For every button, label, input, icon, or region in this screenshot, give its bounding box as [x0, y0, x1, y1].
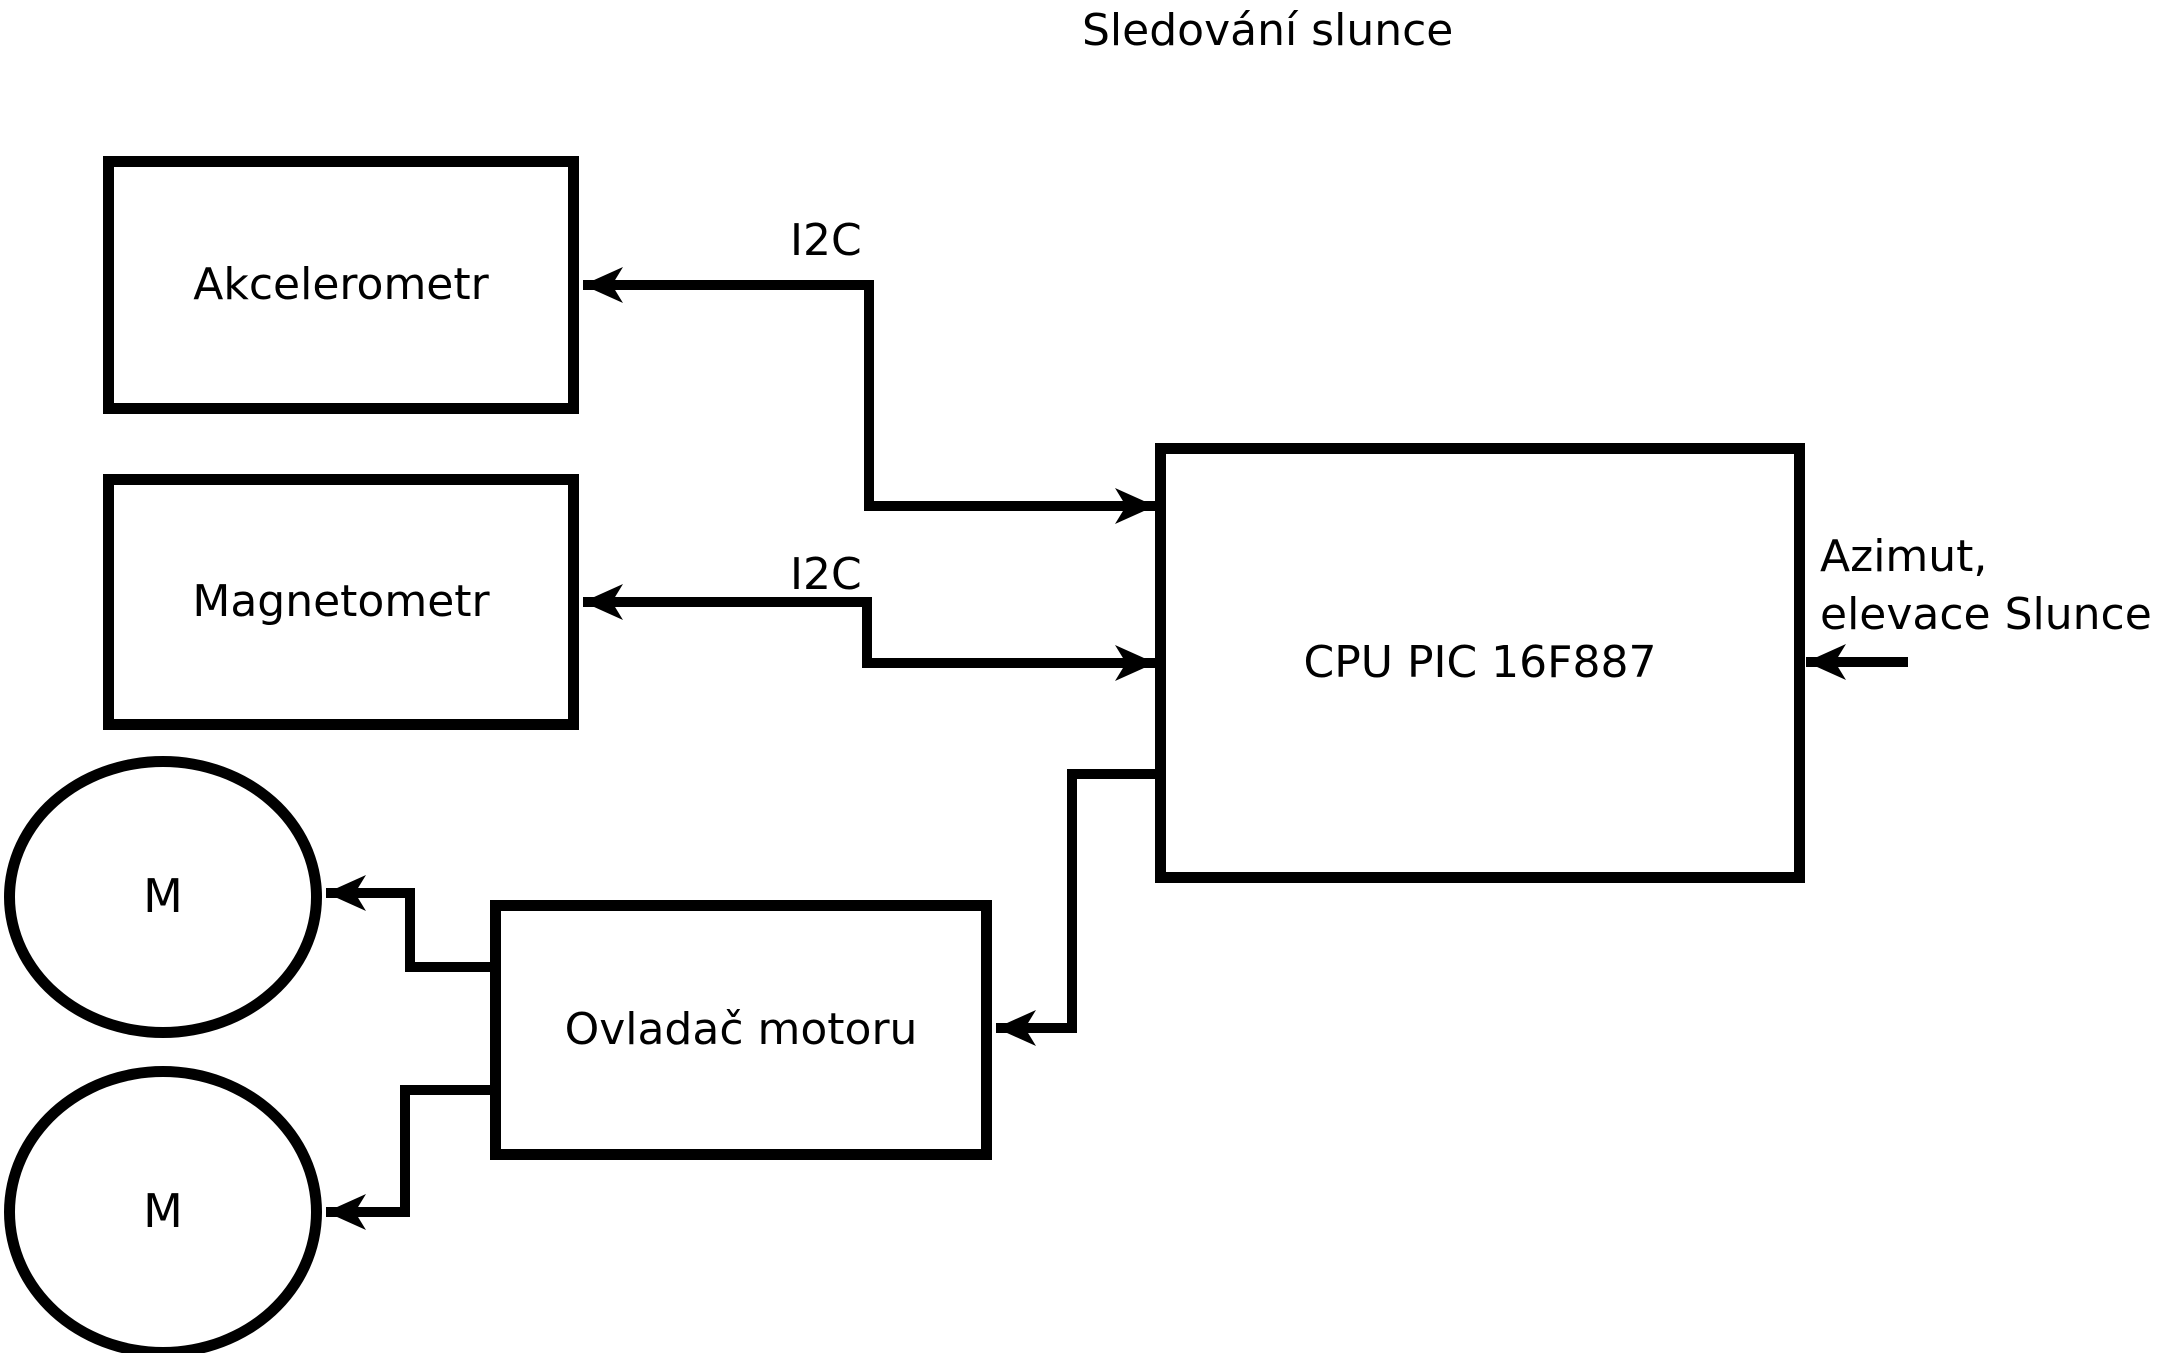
node-magnetometr: Magnetometr: [103, 474, 579, 730]
node-akcelerometr: Akcelerometr: [103, 156, 579, 414]
wire-i2c-to-cpu-from-magnetometr: [862, 597, 1155, 681]
node-motor-driver: Ovladač motoru: [490, 900, 992, 1160]
node-motor-2-label: M: [143, 1184, 183, 1239]
wire-driver-to-motor-1: [326, 875, 500, 972]
wire-driver-to-motor-2: [326, 1085, 500, 1230]
node-motor-driver-label: Ovladač motoru: [564, 1003, 918, 1055]
node-cpu: CPU PIC 16F887: [1155, 443, 1805, 883]
node-akcelerometr-label: Akcelerometr: [193, 258, 489, 310]
wire-i2c-to-cpu-from-akcelerometr: [864, 280, 1155, 524]
node-motor-1: M: [4, 756, 322, 1038]
node-motor-2: M: [4, 1066, 322, 1353]
node-magnetometr-label: Magnetometr: [192, 575, 490, 627]
node-motor-1-label: M: [143, 869, 183, 924]
wire-cpu-to-motor-driver: [996, 769, 1165, 1046]
i2c-label-akcelerometr: I2C: [790, 215, 862, 266]
i2c-label-magnetometr: I2C: [790, 549, 862, 600]
azimut-elevace-label: Azimut, elevace Slunce: [1820, 531, 2152, 641]
diagram-title: Sledování slunce: [1082, 5, 1454, 56]
node-cpu-label: CPU PIC 16F887: [1303, 636, 1657, 688]
